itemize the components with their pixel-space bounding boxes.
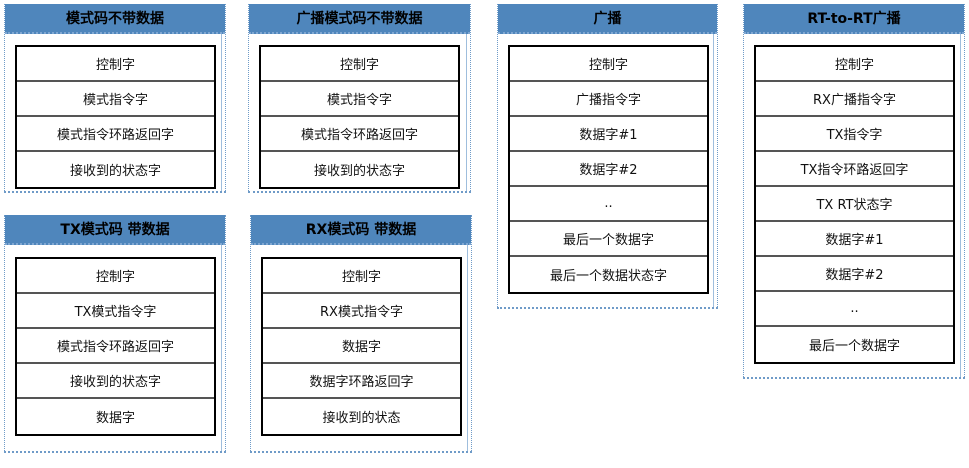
table-row: 控制字 bbox=[756, 47, 953, 82]
panel-rx-mode-code-with-data: RX模式码 带数据 控制字 RX模式指令字 数据字 数据字环路返回字 接收到的状… bbox=[250, 215, 472, 453]
word-table: 控制字 模式指令字 模式指令环路返回字 接收到的状态字 bbox=[259, 45, 460, 189]
table-row: 接收到的状态字 bbox=[69, 164, 161, 179]
table-row: RX模式指令字 bbox=[263, 294, 460, 329]
table-row: 最后一个数据字 bbox=[808, 339, 900, 354]
panel-mode-code-no-data: 模式码不带数据 控制字 模式指令字 模式指令环路返回字 接收到的状态字 bbox=[4, 4, 226, 193]
panel-tx-mode-code-with-data: TX模式码 带数据 控制字 TX模式指令字 模式指令环路返回字 接收到的状态字 … bbox=[4, 215, 226, 453]
word-table: 控制字 模式指令字 模式指令环路返回字 接收到的状态字 bbox=[15, 45, 216, 189]
panel-edge bbox=[713, 4, 714, 307]
table-row: 控制字 bbox=[263, 259, 460, 294]
panel-title: RX模式码 带数据 bbox=[251, 215, 471, 245]
table-row: 数据字#1 bbox=[510, 117, 707, 152]
table-row: 控制字 bbox=[17, 259, 214, 294]
table-row: 模式指令字 bbox=[17, 82, 214, 117]
panel-broadcast-mode-code-no-data: 广播模式码不带数据 控制字 模式指令字 模式指令环路返回字 接收到的状态字 bbox=[248, 4, 471, 193]
table-row: 接收到的状态字 bbox=[17, 364, 214, 399]
table-row: 控制字 bbox=[510, 47, 707, 82]
word-table: 控制字 广播指令字 数据字#1 数据字#2 .. 最后一个数据字 最后一个数据状… bbox=[508, 45, 709, 294]
panel-edge bbox=[960, 4, 961, 377]
table-row: TX RT状态字 bbox=[756, 187, 953, 222]
table-row: 模式指令环路返回字 bbox=[17, 329, 214, 364]
table-row: 控制字 bbox=[17, 47, 214, 82]
table-row: .. bbox=[756, 292, 953, 327]
word-table: 控制字 TX模式指令字 模式指令环路返回字 接收到的状态字 数据字 bbox=[15, 257, 216, 436]
panel-title: 模式码不带数据 bbox=[5, 4, 225, 34]
table-row: 数据字#1 bbox=[756, 222, 953, 257]
table-row: 接收到的状态字 bbox=[313, 164, 405, 179]
table-row: 模式指令环路返回字 bbox=[17, 117, 214, 152]
panel-title: 广播模式码不带数据 bbox=[249, 4, 470, 34]
table-row: 模式指令字 bbox=[261, 82, 458, 117]
table-row: 广播指令字 bbox=[510, 82, 707, 117]
table-row: TX指令字 bbox=[756, 117, 953, 152]
panel-title: TX模式码 带数据 bbox=[5, 215, 225, 245]
panel-broadcast: 广播 控制字 广播指令字 数据字#1 数据字#2 .. 最后一个数据字 最后一个… bbox=[497, 4, 718, 309]
word-table: 控制字 RX模式指令字 数据字 数据字环路返回字 接收到的状态 bbox=[261, 257, 462, 436]
table-row: 最后一个数据字 bbox=[510, 222, 707, 257]
table-row: 最后一个数据状态字 bbox=[549, 269, 667, 284]
table-row: 数据字#2 bbox=[510, 152, 707, 187]
panel-edge bbox=[221, 4, 222, 191]
panel-rt-to-rt-broadcast: RT-to-RT广播 控制字 RX广播指令字 TX指令字 TX指令环路返回字 T… bbox=[743, 4, 965, 379]
table-row: 数据字 bbox=[95, 411, 135, 426]
panel-title: RT-to-RT广播 bbox=[744, 4, 964, 34]
table-row: 数据字 bbox=[263, 329, 460, 364]
table-row: 数据字环路返回字 bbox=[263, 364, 460, 399]
panel-edge bbox=[467, 215, 468, 451]
panel-edge bbox=[221, 215, 222, 451]
table-row: TX指令环路返回字 bbox=[756, 152, 953, 187]
panel-title: 广播 bbox=[498, 4, 717, 34]
table-row: 数据字#2 bbox=[756, 257, 953, 292]
table-row: TX模式指令字 bbox=[17, 294, 214, 329]
word-table: 控制字 RX广播指令字 TX指令字 TX指令环路返回字 TX RT状态字 数据字… bbox=[754, 45, 955, 364]
table-row: 控制字 bbox=[261, 47, 458, 82]
panel-edge bbox=[466, 4, 467, 191]
table-row: 接收到的状态 bbox=[322, 411, 401, 426]
table-row: RX广播指令字 bbox=[756, 82, 953, 117]
table-row: 模式指令环路返回字 bbox=[261, 117, 458, 152]
table-row: .. bbox=[510, 187, 707, 222]
